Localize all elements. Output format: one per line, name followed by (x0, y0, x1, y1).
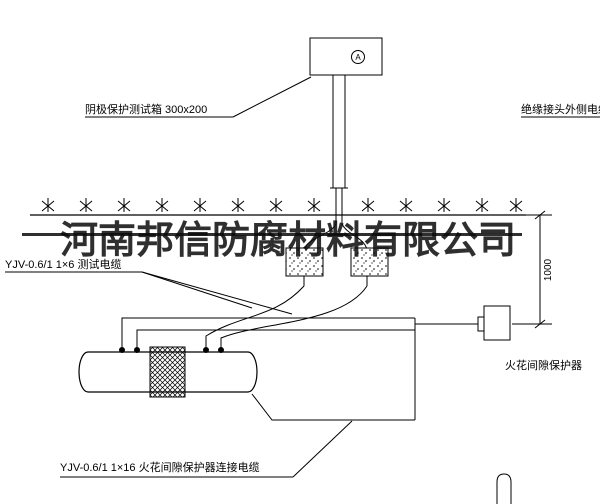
concrete-anchor-blocks (285, 247, 389, 277)
spark-gap-protector (477, 305, 511, 341)
bottom-cable-label: YJV-0.6/1 1×16 火花间隙保护器连接电缆 (60, 460, 260, 474)
right-cable-label: 绝缘接头外侧电缆 (521, 102, 600, 116)
meter-circle-icon (351, 50, 365, 64)
cable-weld-points (119, 347, 224, 353)
test-cables (205, 285, 368, 348)
label-leader-lines (5, 76, 600, 478)
test-box: A (309, 37, 383, 76)
dimension-1000 (512, 210, 552, 329)
watermark-text: 河南邦信防腐材料有限公司 (60, 220, 517, 262)
dimension-text: 1000 (543, 258, 554, 281)
test-box-label: 阴极保护测试箱 300x200 (85, 102, 207, 116)
watermark-strikethrough-line (22, 233, 522, 236)
test-cable-label: YJV-0.6/1 1×6 测试电缆 (5, 258, 121, 271)
spark-protector-label: 火花间隙保护器 (505, 358, 582, 372)
meter-letter: A (355, 53, 361, 62)
insulating-joint (149, 346, 186, 398)
spark-gap-cables (121, 317, 484, 421)
pipe-riser-symbol (496, 473, 512, 504)
